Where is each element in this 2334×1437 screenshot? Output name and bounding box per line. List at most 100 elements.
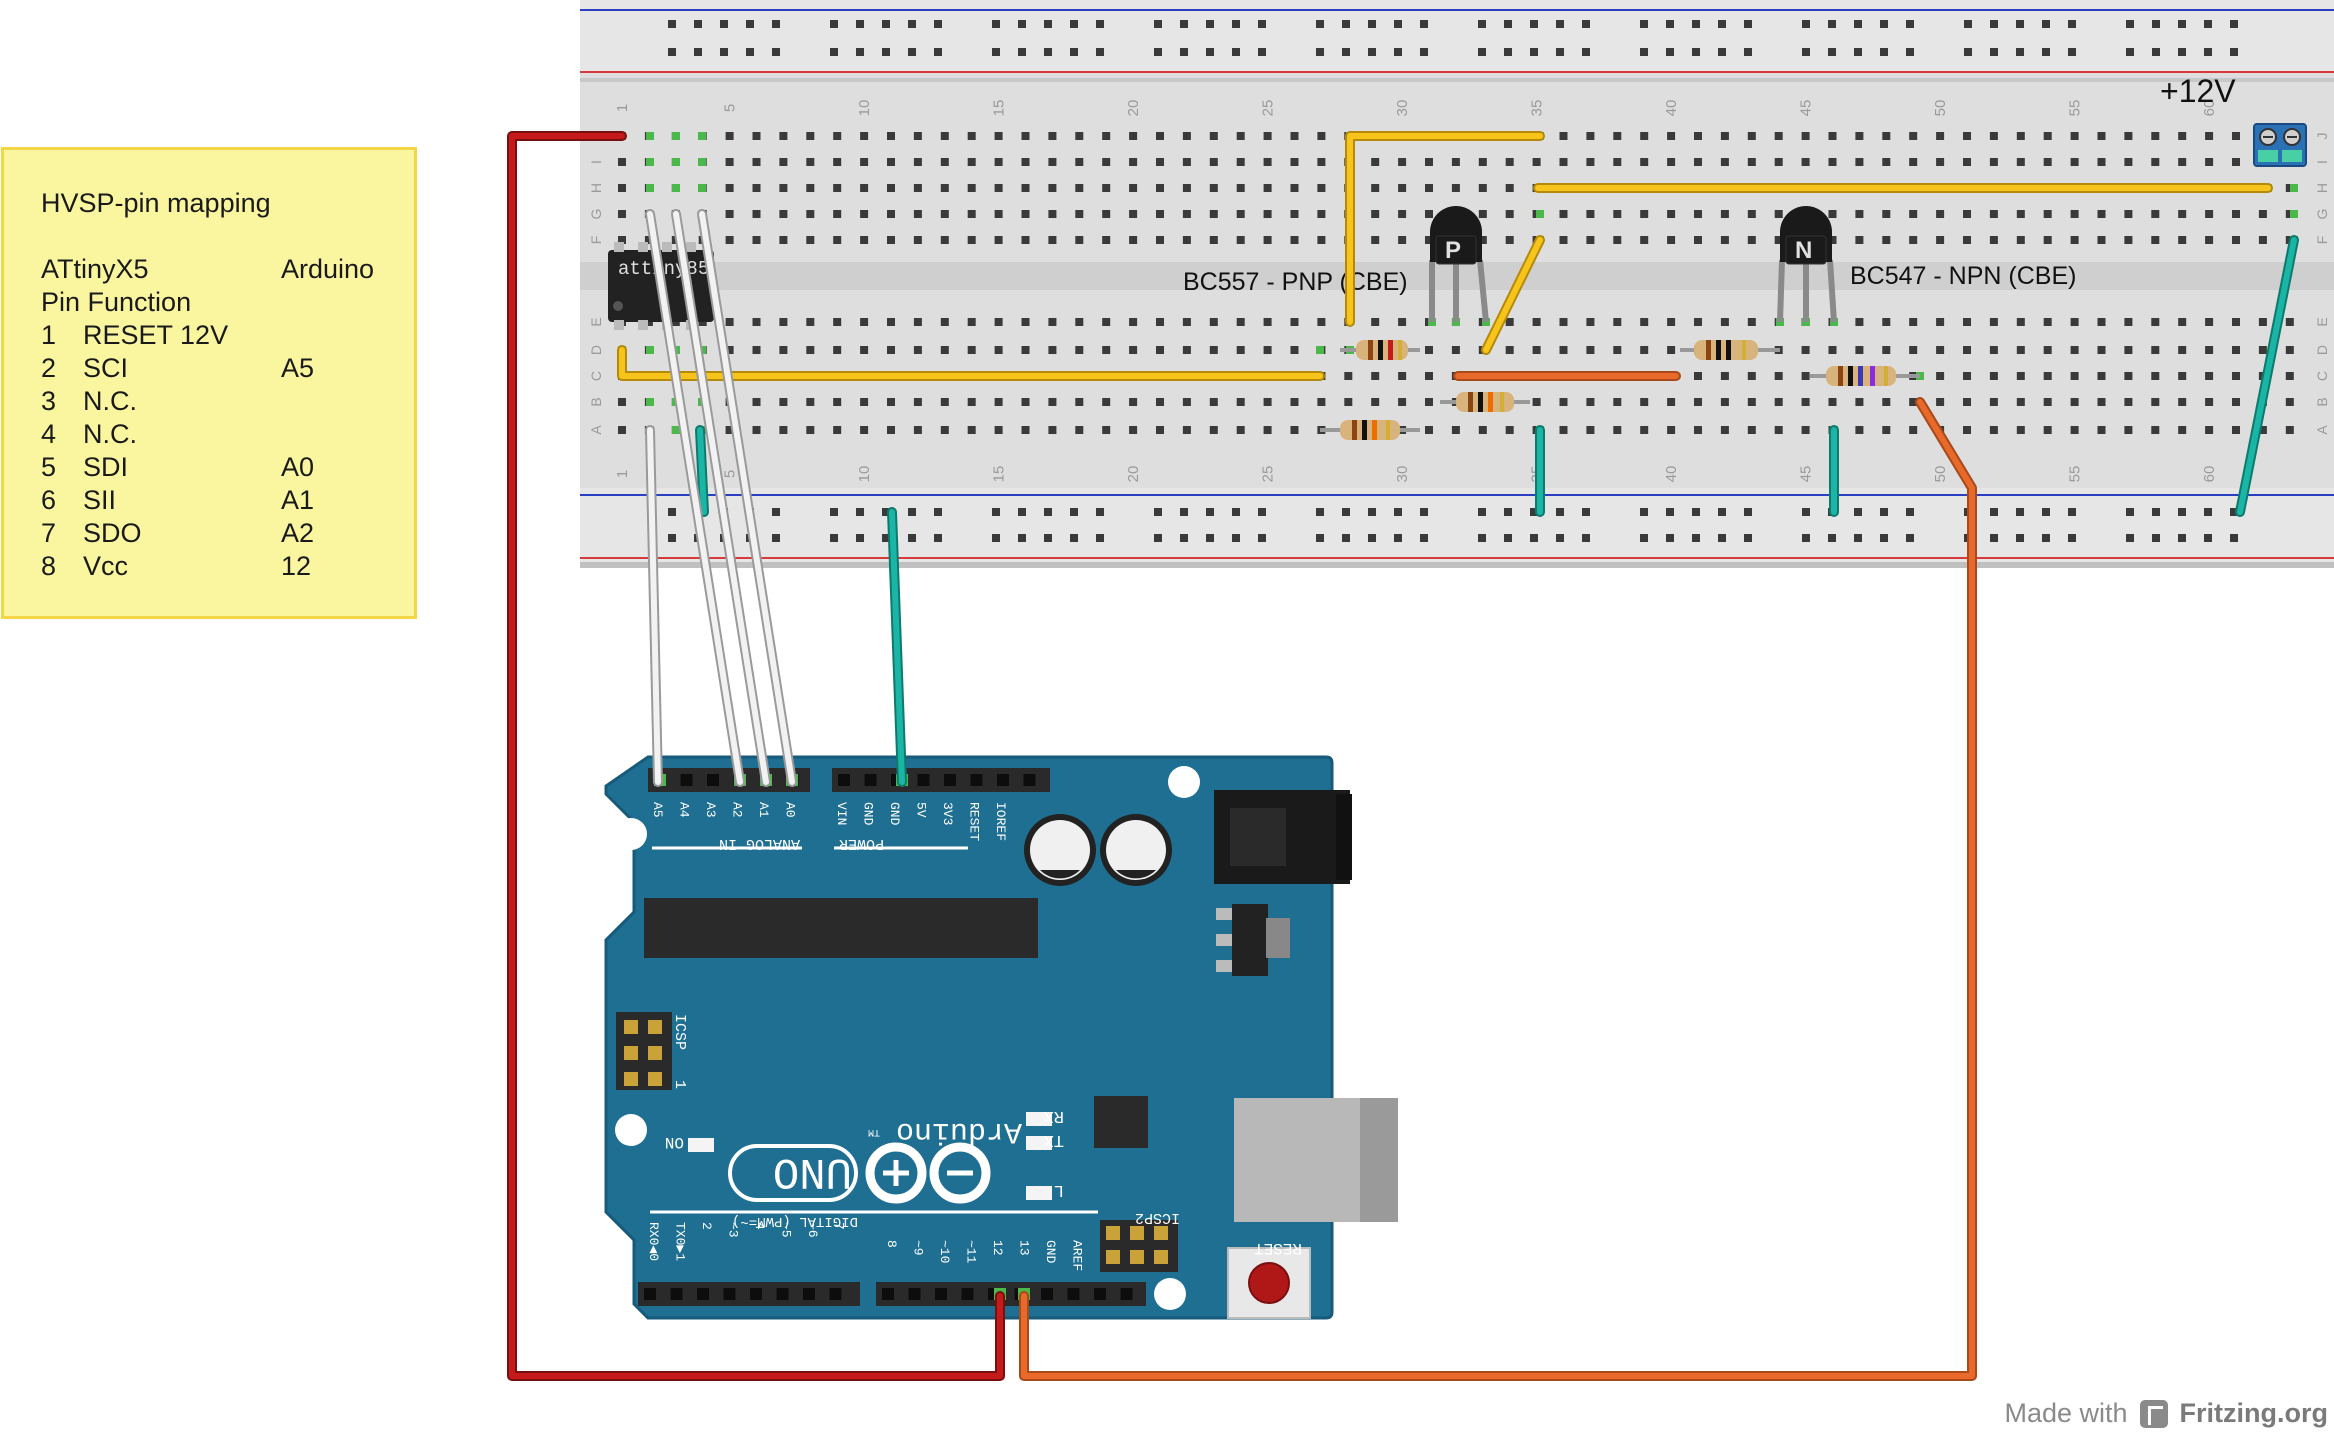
breadboard-hole-connected (672, 426, 680, 434)
power-rail-hole (1096, 48, 1104, 56)
power-rail-hole (1206, 20, 1214, 28)
power-rail-hole (856, 534, 864, 542)
power-rail-hole (1394, 20, 1402, 28)
power-rail-hole (1906, 508, 1914, 516)
breadboard-hole (1801, 158, 1810, 166)
breadboard-hole (1747, 158, 1756, 166)
breadboard-hole (1613, 132, 1622, 140)
breadboard-hole (833, 398, 842, 406)
breadboard-hole (1989, 132, 1998, 140)
breadboard-hole (1317, 184, 1326, 192)
breadboard-hole (2205, 346, 2214, 354)
breadboard-hole (1317, 158, 1326, 166)
power-pin-label: IOREF (993, 802, 1008, 841)
breadboard-hole (2124, 318, 2133, 326)
note-row-function: SII (83, 485, 117, 515)
breadboard-hole (1936, 398, 1945, 406)
breadboard-hole (887, 346, 895, 354)
power-rail-hole (2068, 534, 2076, 542)
breadboard-hole (1317, 210, 1326, 218)
breadboard-hole-connected (1536, 210, 1544, 218)
breadboard-hole (2043, 398, 2052, 406)
breadboard-hole (1613, 210, 1622, 218)
arduino-brand: Arduino (896, 1114, 1022, 1148)
breadboard-hole (1048, 318, 1057, 326)
power-rail-hole (2016, 508, 2024, 516)
breadboard-hole (752, 236, 761, 244)
digital-pin-label: 2 (699, 1222, 714, 1230)
column-number: 1 (614, 470, 631, 478)
analog-pin-label: A0 (783, 802, 798, 818)
digital-pin-label: AREF (1070, 1240, 1085, 1271)
breadboard-hole (860, 426, 869, 434)
breadboard-hole (887, 132, 895, 140)
breadboard-hole (1398, 184, 1407, 192)
power-rail-hole (720, 48, 728, 56)
breadboard-hole (1425, 158, 1433, 166)
breadboard-hole (994, 398, 1003, 406)
breadboard-hole (2016, 158, 2025, 166)
power-rail-hole (1718, 20, 1726, 28)
breadboard-hole (2124, 158, 2133, 166)
breadboard-hole (1236, 236, 1245, 244)
power-rail-hole (1854, 48, 1862, 56)
breadboard-hole (913, 210, 922, 218)
power-rail-hole (1316, 534, 1324, 542)
breadboard-hole (913, 184, 922, 192)
breadboard-hole (860, 132, 869, 140)
breadboard-hole (1989, 398, 1998, 406)
breadboard-hole (1667, 318, 1676, 326)
breadboard-hole (1209, 346, 1218, 354)
breadboard-hole (1048, 132, 1057, 140)
note-row-pin: 2 (41, 353, 57, 383)
breadboard-hole (1667, 236, 1676, 244)
breadboard-hole (2097, 318, 2106, 326)
breadboard-hole (940, 236, 949, 244)
power-rail-hole (1880, 534, 1888, 542)
breadboard-hole (1801, 398, 1810, 406)
breadboard-hole (1720, 236, 1729, 244)
breadboard-hole (1425, 210, 1433, 218)
column-number: 55 (2067, 466, 2084, 483)
power-rail-hole (2016, 48, 2024, 56)
breadboard-hole (1720, 132, 1729, 140)
power-rail-hole (1828, 534, 1836, 542)
breadboard-hole (2124, 236, 2133, 244)
breadboard-hole (2285, 398, 2294, 406)
power-rail-hole (1478, 508, 1486, 516)
breadboard-hole (1236, 158, 1245, 166)
breadboard-hole (994, 132, 1003, 140)
breadboard-hole (1640, 236, 1649, 244)
row-letter: D (2314, 345, 2330, 355)
breadboard-hole (2097, 132, 2106, 140)
note-row-function: RESET 12V (83, 320, 229, 350)
digital-header-pin (882, 1288, 894, 1300)
power-rail-hole (1640, 48, 1648, 56)
breadboard-hole (1290, 398, 1299, 406)
breadboard-hole (833, 318, 842, 326)
breadboard-hole (1478, 426, 1487, 434)
breadboard-hole (1290, 184, 1299, 192)
row-letter: G (2314, 209, 2330, 220)
breadboard-hole (2151, 210, 2160, 218)
hvsp-pin-mapping-note[interactable]: HVSP-pin mapping ATtinyX5 Arduino Pin Fu… (1, 147, 417, 619)
breadboard-hole (1505, 346, 1514, 354)
power-rail-hole (856, 48, 864, 56)
breadboard-hole (2178, 398, 2187, 406)
resistor-1 (1340, 340, 1420, 360)
power-rail-hole (1180, 508, 1188, 516)
breadboard-hole (1129, 132, 1138, 140)
breadboard-hole (2232, 346, 2240, 354)
digital-pin-label: ~3 (726, 1222, 741, 1238)
breadboard-hole (1048, 158, 1057, 166)
power-rail-hole (1070, 48, 1078, 56)
power-rail-hole (772, 20, 780, 28)
power-rail-hole (1018, 534, 1026, 542)
power-rail-hole (1530, 534, 1538, 542)
power-rail-hole (1206, 534, 1214, 542)
breadboard-hole-connected (646, 346, 654, 354)
digital-header-label: DIGITAL (PWM=~) (732, 1213, 858, 1229)
breadboard-hole (779, 236, 788, 244)
breadboard-hole (2285, 426, 2294, 434)
